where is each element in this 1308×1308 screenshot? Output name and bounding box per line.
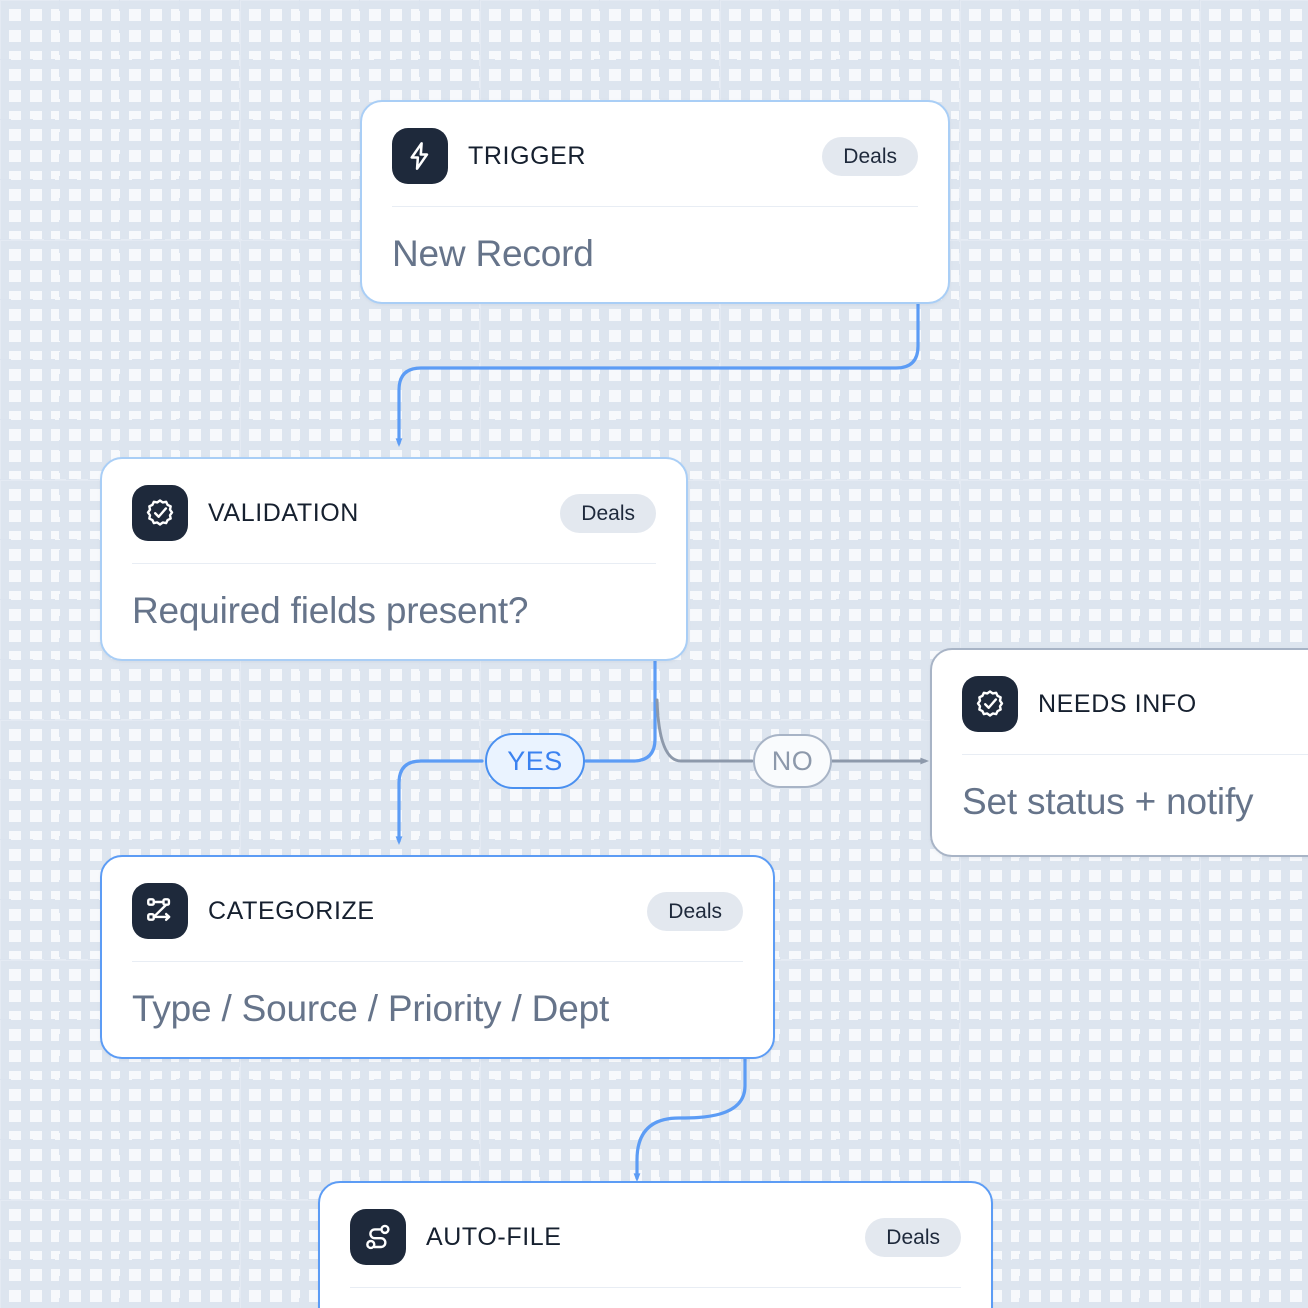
node-categorize-tag[interactable]: Deals — [647, 891, 743, 931]
node-needs-info-body: Set status + notify — [962, 781, 1254, 822]
edge-validation-to-no — [655, 698, 754, 763]
node-validation-body: Required fields present? — [132, 590, 529, 631]
workflow-shuffle-icon — [132, 883, 188, 939]
node-needs-info-title: NEEDS INFO — [1038, 689, 1197, 718]
node-validation-title: VALIDATION — [208, 498, 359, 527]
node-trigger-tag[interactable]: Deals — [822, 136, 918, 176]
node-validation-tag[interactable]: Deals — [560, 493, 656, 533]
node-categorize-divider — [132, 961, 743, 962]
badge-check-icon — [132, 485, 188, 541]
node-auto-file[interactable]: AUTO-FILE Deals — [318, 1181, 993, 1308]
branch-label-yes-text: YES — [507, 745, 563, 776]
node-needs-info-header: NEEDS INFO — [962, 676, 1308, 732]
lightning-bolt-icon — [392, 128, 448, 184]
edge-yes-to-categorize — [395, 759, 484, 846]
node-trigger-header: TRIGGER Deals — [392, 128, 918, 184]
node-categorize-header: CATEGORIZE Deals — [132, 883, 743, 939]
node-categorize-title: CATEGORIZE — [208, 896, 375, 925]
node-auto-file-header: AUTO-FILE Deals — [350, 1209, 961, 1265]
node-categorize[interactable]: CATEGORIZE Deals Type / Source / Priorit… — [100, 855, 775, 1059]
branch-label-no-text: NO — [771, 745, 814, 776]
badge-check-icon — [962, 676, 1018, 732]
route-icon — [350, 1209, 406, 1265]
node-needs-info[interactable]: NEEDS INFO Set status + notify — [930, 648, 1308, 857]
node-auto-file-title: AUTO-FILE — [426, 1222, 562, 1251]
node-trigger-title: TRIGGER — [468, 141, 587, 170]
node-auto-file-divider — [350, 1287, 961, 1288]
node-auto-file-tag[interactable]: Deals — [865, 1217, 961, 1257]
node-validation-header: VALIDATION Deals — [132, 485, 656, 541]
node-validation[interactable]: VALIDATION Deals Required fields present… — [100, 457, 688, 661]
node-validation-divider — [132, 563, 656, 564]
node-categorize-body: Type / Source / Priority / Dept — [132, 988, 610, 1029]
node-trigger-body: New Record — [392, 233, 594, 274]
branch-label-no[interactable]: NO — [753, 734, 832, 788]
node-trigger-divider — [392, 206, 918, 207]
node-auto-file-body — [320, 1288, 991, 1308]
node-needs-info-divider — [962, 754, 1308, 755]
branch-label-yes[interactable]: YES — [485, 733, 585, 789]
node-trigger[interactable]: TRIGGER Deals New Record — [360, 100, 950, 304]
